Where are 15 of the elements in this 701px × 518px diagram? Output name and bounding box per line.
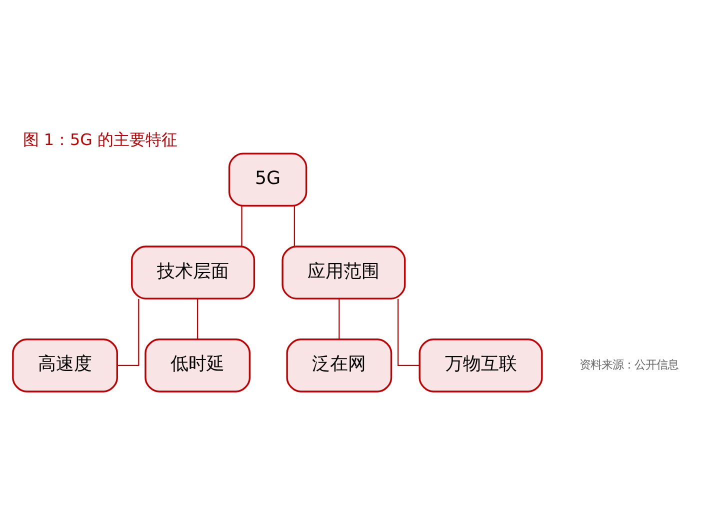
connector	[241, 206, 242, 246]
connector	[197, 298, 198, 339]
connector	[398, 298, 420, 366]
node-box: 技术层面	[131, 245, 256, 299]
node-box: 万物互联	[418, 338, 543, 392]
node-box: 5G	[228, 152, 308, 206]
caption: 资料来源：公开信息	[580, 356, 679, 371]
node-box: 泛在网	[286, 338, 392, 392]
node-box: 高速度	[12, 338, 118, 392]
node-box: 低时延	[144, 338, 251, 392]
connector	[117, 298, 140, 366]
connector	[294, 206, 295, 246]
diagram-title: 图 1：5G 的主要特征	[22, 129, 178, 148]
node-box: 应用范围	[282, 245, 406, 299]
connector	[338, 298, 340, 339]
